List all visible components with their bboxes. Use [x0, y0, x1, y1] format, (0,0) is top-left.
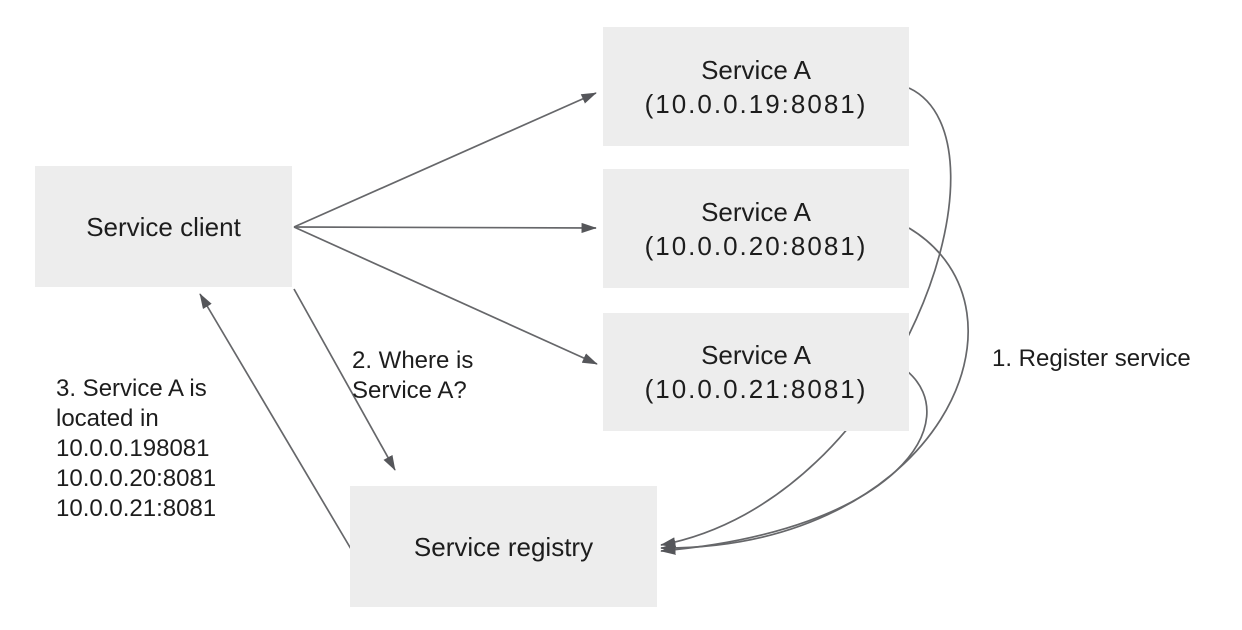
located-line-2: located in [56, 405, 159, 432]
label-register-service: 1. Register service [992, 344, 1191, 374]
located-line-3: 10.0.0.198081 [56, 435, 210, 462]
arrow-query-client-to-registry [293, 288, 396, 471]
arrow-response-registry-to-client [199, 293, 352, 550]
arrow-client-to-service-2 [293, 222, 597, 234]
service-a-3-address: (10.0.0.21:8081) [644, 374, 868, 404]
arrow-client-to-service-1 [293, 92, 597, 228]
located-line-1: 3. Service A is [56, 375, 207, 402]
service-a-1-address: (10.0.0.19:8081) [644, 88, 868, 119]
service-a-node-1: Service A (10.0.0.19:8081) [603, 27, 909, 146]
service-a-2-address: (10.0.0.20:8081) [644, 230, 868, 261]
service-client-label: Service client [86, 211, 241, 242]
label-service-a-located: 3. Service A is located in 10.0.0.198081… [56, 374, 216, 524]
service-registry-node: Service registry [350, 486, 657, 607]
where-line-2: Service A? [352, 377, 467, 404]
service-a-3-title: Service A [701, 340, 811, 370]
service-a-2-title: Service A [701, 196, 811, 227]
arrow-client-to-service-3 [293, 226, 598, 365]
located-line-5: 10.0.0.21:8081 [56, 495, 217, 522]
where-line-1: 2. Where is [352, 347, 474, 374]
service-client-node: Service client [35, 166, 292, 287]
service-registry-label: Service registry [413, 531, 594, 562]
located-line-4: 10.0.0.20:8081 [56, 465, 217, 492]
service-a-node-2: Service A (10.0.0.20:8081) [603, 169, 909, 288]
register-service-text: 1. Register service [992, 345, 1191, 372]
service-a-node-3: Service A (10.0.0.21:8081) [603, 313, 909, 431]
arrow-register-service-3-to-registry [660, 370, 928, 555]
label-where-is-service-a: 2. Where is Service A? [352, 346, 473, 406]
service-a-1-title: Service A [701, 54, 811, 85]
arrow-register-service-2-to-registry [660, 227, 970, 554]
arrow-register-service-1-to-registry [660, 87, 952, 548]
